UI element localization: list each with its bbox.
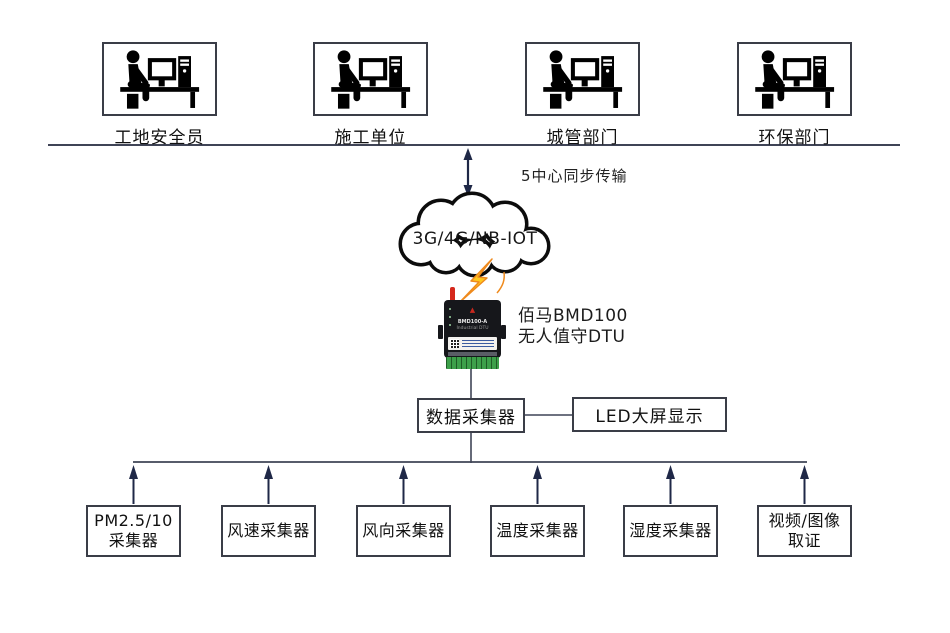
person-at-computer-icon [119,50,199,109]
sensor-box-video-evidence: 视频/图像 取证 [757,505,852,557]
sensor-label-line1: 风向采集器 [362,521,445,540]
sensor-box-wind-speed: 风速采集器 [221,505,316,557]
terminal-block [446,357,499,369]
up-arrow [399,465,408,504]
device-label-sticker [448,337,497,350]
sensor-label-line2: 取证 [787,531,821,550]
top-node-label: 城管部门 [546,128,619,148]
data-collector-box: 数据采集器 [417,398,525,433]
top-node-construction-unit: 施工单位 [313,42,428,148]
top-node-label: 工地安全员 [114,128,205,148]
data-collector-label: 数据采集器 [426,408,516,428]
sync-transfer-label: 5中心同步传输 [521,167,628,185]
top-node-label: 施工单位 [334,128,407,148]
dtu-device: ▲ BMD100-A Industrial DTU [437,286,507,376]
up-arrow [666,465,675,504]
cloud-network-label: 3G/4G/NB-IOT [412,229,538,249]
sensor-box-humidity: 湿度采集器 [623,505,718,557]
icon-frame [737,42,852,116]
up-arrow [533,465,542,504]
led-indicator [449,324,451,326]
device-title-line1: 佰马BMD100 [518,306,628,326]
up-arrow [800,465,809,504]
sensor-up-arrows [129,465,809,504]
sensor-label-line1: PM2.5/10 [94,511,173,530]
top-node-label: 环保部门 [758,128,831,148]
device-body: ▲ BMD100-A Industrial DTU [444,300,501,358]
led-display-label: LED大屏显示 [595,407,704,427]
label-text-lines [462,340,494,347]
up-arrow [129,465,138,504]
sync-double-arrow [463,148,473,197]
person-at-computer-icon [754,50,834,109]
antenna-wire [496,271,505,294]
device-model-text: BMD100-A [457,319,488,325]
device-model-subtext: Industrial DTU [456,326,489,331]
sensor-label-line2: 采集器 [108,531,159,550]
device-title: 佰马BMD100 无人值守DTU [518,306,628,348]
sensor-box-pm: PM2.5/10 采集器 [86,505,181,557]
mounting-ear [501,325,506,339]
led-indicator [449,308,451,310]
person-at-computer-icon [542,50,622,109]
top-node-environmental-protection: 环保部门 [737,42,852,148]
icon-frame [525,42,640,116]
icon-frame [313,42,428,116]
qr-code-icon [450,339,459,348]
sensor-box-wind-direction: 风向采集器 [356,505,451,557]
led-display-box: LED大屏显示 [572,397,727,432]
icon-frame [102,42,217,116]
sensor-label-line1: 温度采集器 [496,521,579,540]
sensor-label-line1: 湿度采集器 [629,521,712,540]
device-title-line2: 无人值守DTU [518,327,626,347]
up-arrow [264,465,273,504]
brand-logo-mark: ▲ [469,306,476,314]
led-indicator [449,316,451,318]
sensor-label-line1: 视频/图像 [768,511,841,530]
antenna-icon [450,287,455,303]
top-node-urban-management: 城管部门 [525,42,640,148]
sensor-box-temperature: 温度采集器 [490,505,585,557]
sensor-label-line1: 风速采集器 [227,521,310,540]
person-at-computer-icon [330,50,410,109]
top-node-site-safety-officer: 工地安全员 [102,42,217,148]
network-cloud-shape [398,191,551,278]
mounting-ear [438,325,443,339]
device-bottom-strip [448,352,497,356]
